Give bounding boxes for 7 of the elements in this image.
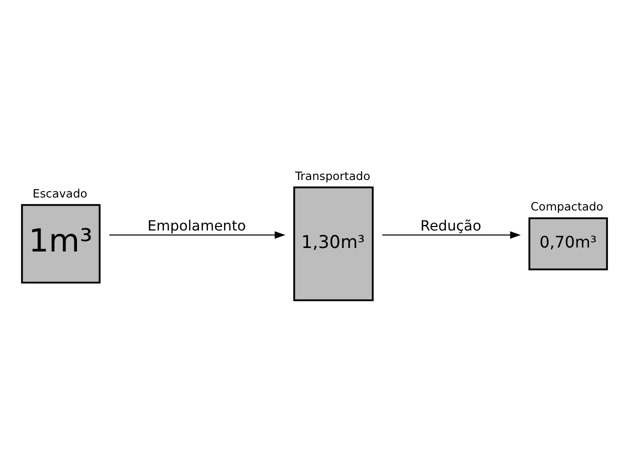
edge-label: Empolamento [148,218,246,234]
node-label: Compactado [530,200,604,214]
edge-label: Redução [420,218,482,234]
node-label: Transportado [295,168,370,183]
node-label: Escavado [32,186,88,200]
arrow [109,231,286,239]
arrow [382,231,521,239]
